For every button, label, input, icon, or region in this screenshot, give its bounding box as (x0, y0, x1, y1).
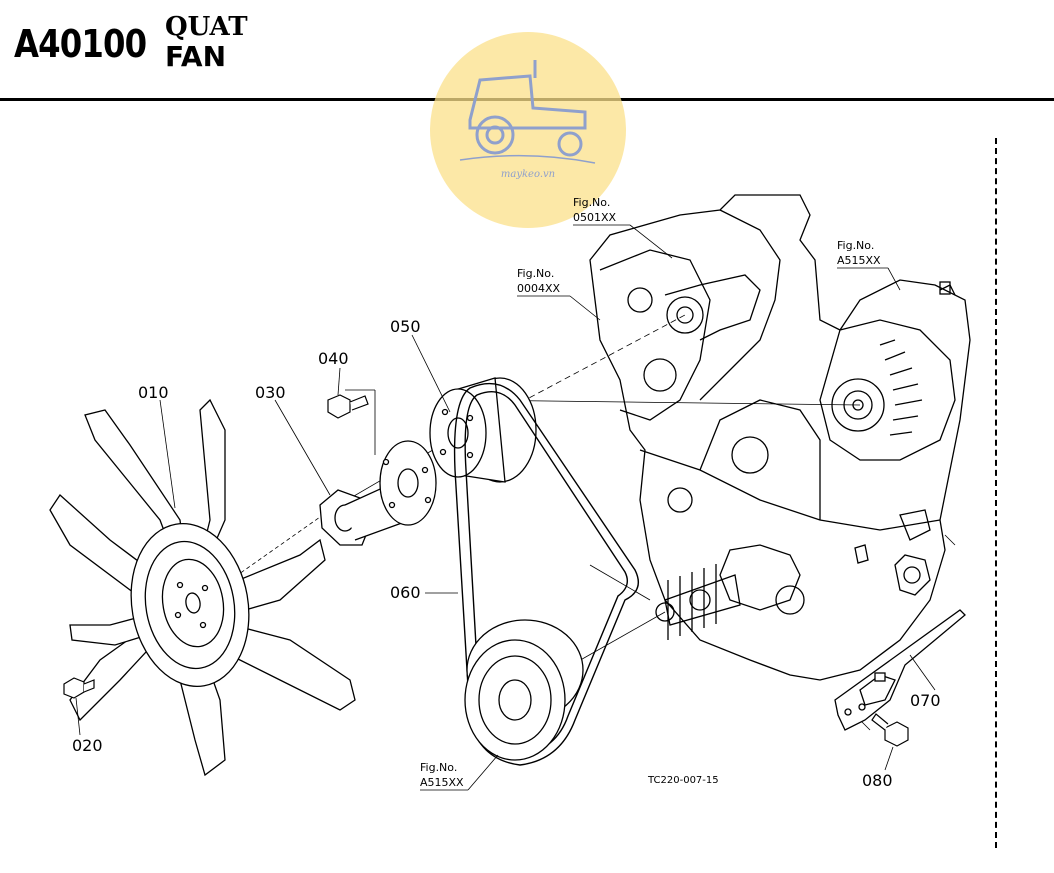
label-010: 010 (138, 383, 169, 402)
part-040-bolt[interactable] (327, 394, 369, 419)
fig-ref-1-label: Fig.No. (573, 196, 610, 209)
watermark-text: maykeo.vn (501, 169, 555, 180)
drawing-reference-code: TC220-007-15 (647, 775, 719, 786)
figure-references: Fig.No. 0501XX Fig.No. 0004XX Fig.No. A5… (420, 196, 881, 789)
crankshaft-pulley (464, 619, 584, 761)
title-english: FAN (165, 40, 227, 73)
part-080-bolt[interactable] (871, 713, 909, 747)
part-labels: 010 020 030 040 050 060 070 080 (72, 317, 941, 790)
part-010-fan[interactable] (49, 398, 356, 777)
part-050-fan-pulley[interactable] (429, 377, 537, 483)
label-050: 050 (390, 317, 421, 336)
label-070: 070 (910, 691, 941, 710)
fig-ref-3-number: A515XX (837, 254, 881, 267)
engine-block (589, 194, 971, 681)
leader-lines (75, 224, 936, 791)
part-group-code: A40100 (14, 22, 147, 66)
label-080: 080 (862, 771, 893, 790)
watermark-logo: maykeo.vn (430, 32, 626, 228)
page-edge-dashed-line (995, 138, 997, 848)
fig-ref-3-label: Fig.No. (837, 239, 874, 252)
fig-ref-2-number: 0004XX (517, 282, 561, 295)
title-vietnamese: QUAT (165, 12, 248, 42)
fig-ref-4-number: A515XX (420, 776, 464, 789)
fig-ref-1-number: 0501XX (573, 211, 617, 224)
fig-ref-2-label: Fig.No. (517, 267, 554, 280)
part-030-spacer[interactable] (319, 440, 437, 546)
part-070-belt-cover[interactable] (834, 609, 966, 731)
part-020-bolt[interactable] (63, 677, 95, 699)
label-030: 030 (255, 383, 286, 402)
label-060: 060 (390, 583, 421, 602)
fig-ref-4-label: Fig.No. (420, 761, 457, 774)
tractor-icon (468, 60, 587, 157)
label-040: 040 (318, 349, 349, 368)
label-020: 020 (72, 736, 103, 755)
